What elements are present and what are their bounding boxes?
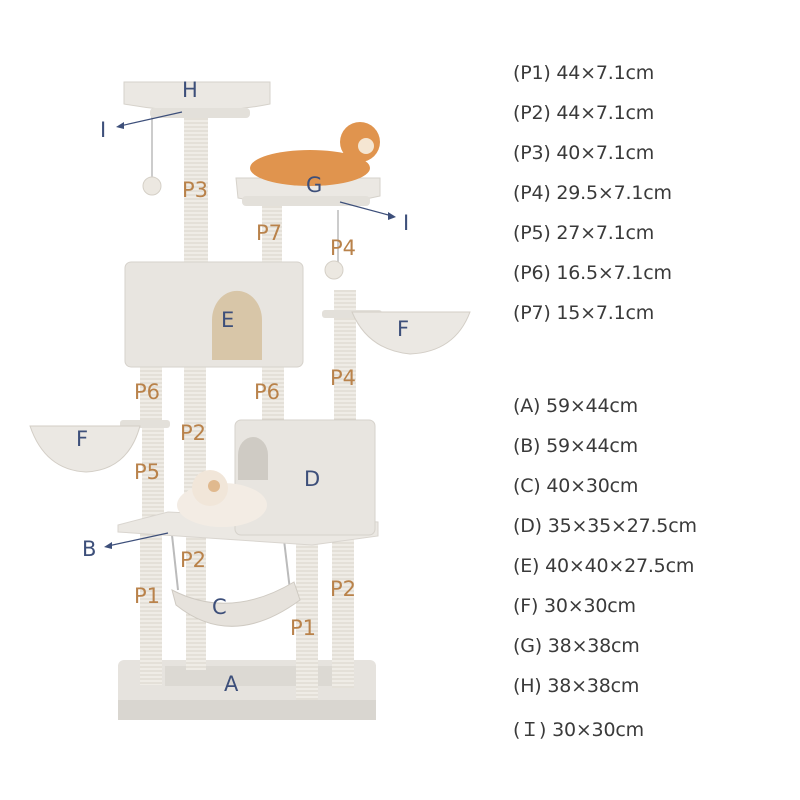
label-p4-top: P4 bbox=[330, 236, 356, 260]
post-labels: P3 P7 P4 P6 P6 P4 P2 P5 P2 P2 P1 P1 bbox=[134, 178, 356, 640]
label-p6-right: P6 bbox=[254, 380, 280, 404]
basket-f-right bbox=[322, 310, 471, 355]
label-g: G bbox=[306, 173, 322, 197]
condo-e bbox=[124, 261, 304, 368]
label-p6-left: P6 bbox=[134, 380, 160, 404]
spec-f: (F) 30×30cm bbox=[513, 595, 636, 617]
label-h: H bbox=[182, 78, 198, 102]
spec-p5: (P5) 27×7.1cm bbox=[513, 222, 655, 244]
spec-p7: (P7) 15×7.1cm bbox=[513, 302, 655, 324]
label-p2-left: P2 bbox=[180, 421, 206, 445]
label-p1-left: P1 bbox=[134, 584, 160, 608]
label-i-mid: I bbox=[403, 211, 409, 235]
label-e: E bbox=[221, 308, 234, 332]
spec-e: (E) 40×40×27.5cm bbox=[513, 555, 695, 577]
post-p3 bbox=[184, 110, 208, 265]
spec-d: (D) 35×35×27.5cm bbox=[513, 515, 697, 537]
label-p5: P5 bbox=[134, 460, 160, 484]
label-d: D bbox=[304, 467, 320, 491]
spec-p1: (P1) 44×7.1cm bbox=[513, 62, 655, 84]
perch-h bbox=[123, 81, 271, 118]
post-p7 bbox=[262, 205, 282, 265]
part-letter-labels: H I G I E F F D B C A bbox=[76, 78, 409, 696]
post-p1-left bbox=[140, 525, 162, 685]
post-p6-left bbox=[140, 360, 162, 425]
label-p7: P7 bbox=[256, 221, 282, 245]
post-p1-right bbox=[296, 540, 318, 700]
label-p3: P3 bbox=[182, 178, 208, 202]
pointer-arrows bbox=[104, 111, 396, 549]
condo-d bbox=[234, 419, 376, 536]
basket-f-left bbox=[29, 420, 170, 473]
spec-b: (B) 59×44cm bbox=[513, 435, 638, 457]
hammock-c bbox=[171, 534, 301, 627]
spec-p6: (P6) 16.5×7.1cm bbox=[513, 262, 672, 284]
label-p4-low: P4 bbox=[330, 366, 356, 390]
label-f-left: F bbox=[76, 427, 88, 451]
orange-cat-illustration bbox=[250, 122, 380, 186]
spec-i: (Ｉ) 30×30cm bbox=[513, 719, 644, 741]
spec-p2: (P2) 44×7.1cm bbox=[513, 102, 655, 124]
label-i-top: I bbox=[100, 118, 106, 142]
post-p5 bbox=[142, 420, 164, 525]
spec-g: (G) 38×38cm bbox=[513, 635, 640, 657]
label-p2-right: P2 bbox=[330, 577, 356, 601]
white-cat-illustration bbox=[177, 470, 267, 527]
post-p2-right bbox=[332, 528, 354, 688]
spec-a: (A) 59×44cm bbox=[513, 395, 638, 417]
perch-g bbox=[235, 177, 381, 206]
label-c: C bbox=[212, 595, 227, 619]
post-p6-right bbox=[262, 360, 284, 420]
label-p1-right: P1 bbox=[290, 616, 316, 640]
spec-p3: (P3) 40×7.1cm bbox=[513, 142, 655, 164]
spec-p4: (P4) 29.5×7.1cm bbox=[513, 182, 672, 204]
label-a: A bbox=[224, 672, 239, 696]
label-b: B bbox=[82, 537, 96, 561]
label-p2-mid: P2 bbox=[180, 548, 206, 572]
label-f-right: F bbox=[397, 317, 409, 341]
spec-h: (H) 38×38cm bbox=[513, 675, 640, 697]
spec-c: (C) 40×30cm bbox=[513, 475, 639, 497]
toy-balls bbox=[142, 115, 344, 280]
